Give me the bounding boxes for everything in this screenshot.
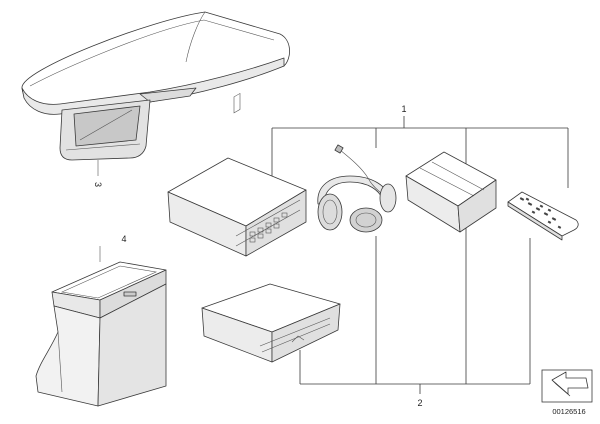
headphones xyxy=(317,144,397,233)
diagram-number: 00126516 xyxy=(552,407,585,416)
arrow-icon xyxy=(541,369,593,403)
callout-4: 4 xyxy=(121,234,126,244)
callout-1: 1 xyxy=(401,104,406,114)
upper-player-buttons xyxy=(249,212,288,243)
remote-buttons xyxy=(519,197,562,229)
dvd-player-lower xyxy=(201,283,341,363)
remote-control xyxy=(507,191,579,241)
console-box xyxy=(35,246,167,407)
callout-3: 3 xyxy=(93,182,103,187)
callout-2: 2 xyxy=(417,398,422,408)
dvd-player-upper xyxy=(167,92,307,257)
bracket-item-1 xyxy=(271,116,569,188)
accessory-box xyxy=(405,151,497,233)
overhead-console-monitor xyxy=(21,11,290,176)
bracket-item-2 xyxy=(299,228,531,394)
